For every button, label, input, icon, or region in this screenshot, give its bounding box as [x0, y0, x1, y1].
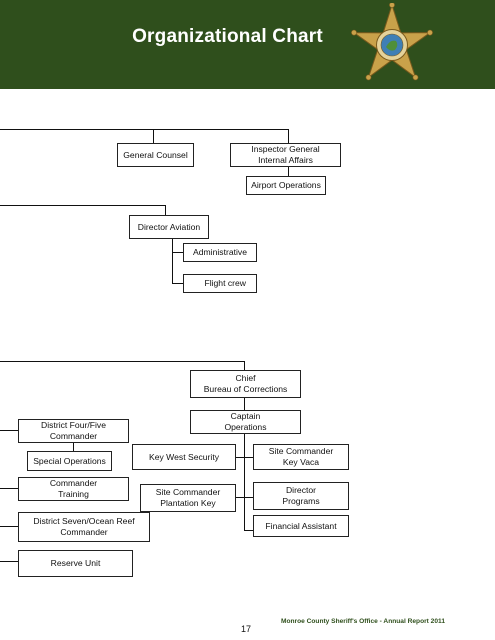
node-airport-operations: Airport Operations — [246, 176, 326, 195]
connector-line — [244, 434, 245, 531]
node-label: Key West Security — [148, 451, 220, 462]
node-key-west-security: Key West Security — [132, 444, 236, 470]
node-label: Airport Operations — [251, 180, 321, 190]
node-district-seven: District Seven/Ocean Reef Commander — [18, 512, 150, 542]
node-site-commander-plantation-key: Site Commander Plantation Key — [140, 484, 236, 512]
connector-line — [0, 488, 18, 489]
connector-line — [0, 361, 245, 362]
node-director-aviation: Director Aviation — [129, 215, 209, 239]
node-label: Captain Operations — [224, 411, 267, 432]
footer-report-title: Monroe County Sheriff's Office - Annual … — [281, 618, 445, 625]
node-inspector-general: Inspector General Internal Affairs — [230, 143, 341, 167]
connector-line — [172, 239, 173, 284]
node-commander-training: Commander Training — [18, 477, 129, 501]
node-captain-operations: Captain Operations — [190, 410, 301, 434]
node-label: General Counsel — [123, 149, 188, 160]
connector-line — [236, 457, 253, 458]
connector-line — [236, 497, 253, 498]
connector-line — [288, 129, 289, 143]
connector-line — [244, 361, 245, 370]
connector-line — [288, 167, 289, 176]
sheriff-star-badge-icon — [351, 3, 433, 81]
node-label: Site Commander Key Vaca — [268, 446, 334, 467]
node-financial-assistant: Financial Assistant — [253, 515, 349, 537]
connector-line — [165, 205, 166, 215]
node-label: District Seven/Ocean Reef Commander — [33, 516, 135, 537]
node-site-commander-key-vaca: Site Commander Key Vaca — [253, 444, 349, 470]
connector-line — [0, 129, 289, 130]
page-title: Organizational Chart — [132, 26, 323, 47]
connector-line — [172, 252, 183, 253]
node-label: Special Operations — [33, 455, 106, 466]
node-label: District Four/Five Commander — [41, 420, 106, 441]
node-label: Inspector General Internal Affairs — [251, 144, 320, 165]
node-chief-corrections: Chief Bureau of Corrections — [190, 370, 301, 398]
connector-line — [0, 430, 18, 431]
node-director-programs: Director Programs — [253, 482, 349, 510]
connector-line — [0, 205, 166, 206]
connector-line — [244, 530, 253, 531]
connector-line — [153, 129, 154, 143]
node-reserve-unit: Reserve Unit — [18, 550, 133, 577]
node-general-counsel: General Counsel — [117, 143, 194, 167]
connector-line — [73, 443, 74, 451]
connector-line — [0, 561, 18, 562]
connector-line — [172, 283, 183, 284]
node-district-four-five: District Four/Five Commander — [18, 419, 129, 443]
node-administrative: Administrative — [183, 243, 257, 262]
node-label: Chief Bureau of Corrections — [203, 373, 288, 394]
node-label: Commander Training — [49, 478, 98, 499]
header-banner: Organizational Chart — [0, 0, 495, 89]
node-label: Reserve Unit — [50, 558, 101, 568]
connector-line — [244, 398, 245, 410]
page-number: 17 — [241, 624, 252, 634]
node-label: Flight crew — [204, 278, 246, 288]
node-flight-crew: Flight crew — [183, 274, 257, 293]
node-label: Administrative — [193, 247, 247, 257]
connector-line — [0, 526, 18, 527]
node-label: Director Programs — [282, 485, 320, 506]
node-label: Financial Assistant — [265, 520, 337, 531]
node-special-operations: Special Operations — [27, 451, 112, 471]
node-label: Site Commander Plantation Key — [155, 487, 221, 508]
node-label: Director Aviation — [137, 221, 201, 232]
